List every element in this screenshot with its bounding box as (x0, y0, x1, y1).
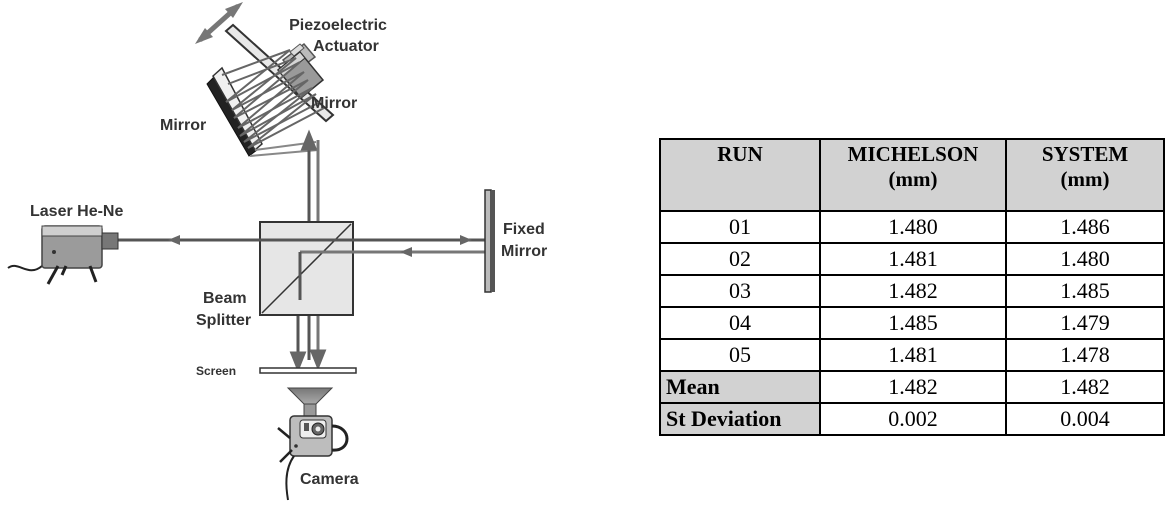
table-row: 02 1.481 1.480 (659, 242, 1165, 276)
cell-std-system: 0.004 (1005, 402, 1165, 436)
cell-system: 1.479 (1005, 306, 1165, 340)
summary-row-mean: Mean 1.482 1.482 (659, 370, 1165, 404)
label-actuator: Actuator (313, 38, 379, 55)
label-fixed: Fixed (503, 221, 545, 238)
header-system: SYSTEM (mm) (1005, 138, 1165, 212)
table-row: 04 1.485 1.479 (659, 306, 1165, 340)
horizontal-beams (118, 235, 486, 300)
cell-run: 05 (659, 338, 821, 372)
laser-he-ne (7, 225, 119, 285)
label-piezoelectric: Piezoelectric (289, 17, 387, 34)
michelson-interferometer-diagram: Piezoelectric Actuator Mirror Mirror Las… (7, 2, 547, 501)
label-fixed-mirror: Mirror (501, 243, 547, 260)
label-mirror-left: Mirror (160, 117, 206, 134)
fixed-mirror (484, 189, 495, 293)
cell-system: 1.485 (1005, 274, 1165, 308)
cell-run: 03 (659, 274, 821, 308)
cell-michelson: 1.482 (819, 274, 1007, 308)
multi-reflection-beams (221, 49, 325, 157)
cell-system: 1.480 (1005, 242, 1165, 276)
cell-system: 1.478 (1005, 338, 1165, 372)
table-row: 03 1.482 1.485 (659, 274, 1165, 308)
cell-michelson: 1.481 (819, 338, 1007, 372)
cell-michelson: 1.485 (819, 306, 1007, 340)
header-run-label: RUN (717, 142, 763, 166)
summary-row-std: St Deviation 0.002 0.004 (659, 402, 1165, 436)
table-row: 01 1.480 1.486 (659, 210, 1165, 244)
cell-mean-michelson: 1.482 (819, 370, 1007, 404)
cell-michelson: 1.481 (819, 242, 1007, 276)
label-mirror-scanning: Mirror (311, 95, 357, 112)
header-michelson-label: MICHELSON (847, 142, 979, 166)
cell-std-label: St Deviation (659, 402, 821, 436)
camera-icon (277, 387, 349, 501)
motion-arrow-icon (195, 2, 243, 44)
cell-run: 04 (659, 306, 821, 340)
label-laser: Laser He-Ne (30, 203, 123, 220)
label-splitter: Splitter (196, 312, 251, 329)
header-system-unit: (mm) (1060, 167, 1110, 191)
cell-run: 01 (659, 210, 821, 244)
screen (259, 367, 357, 374)
header-run: RUN (659, 138, 821, 212)
label-beam: Beam (203, 290, 247, 307)
cell-mean-system: 1.482 (1005, 370, 1165, 404)
results-table: RUN MICHELSON (mm) SYSTEM (mm) 01 1.480 … (659, 138, 1165, 436)
cell-run: 02 (659, 242, 821, 276)
cell-std-michelson: 0.002 (819, 402, 1007, 436)
table-row: 05 1.481 1.478 (659, 338, 1165, 372)
beam-splitter (259, 221, 354, 316)
cell-mean-label: Mean (659, 370, 821, 404)
table-header-row: RUN MICHELSON (mm) SYSTEM (mm) (659, 138, 1165, 212)
label-screen: Screen (196, 364, 236, 378)
cell-system: 1.486 (1005, 210, 1165, 244)
cell-michelson: 1.480 (819, 210, 1007, 244)
header-michelson: MICHELSON (mm) (819, 138, 1007, 212)
header-system-label: SYSTEM (1041, 142, 1129, 166)
header-michelson-unit: (mm) (888, 167, 938, 191)
label-camera: Camera (300, 471, 359, 488)
